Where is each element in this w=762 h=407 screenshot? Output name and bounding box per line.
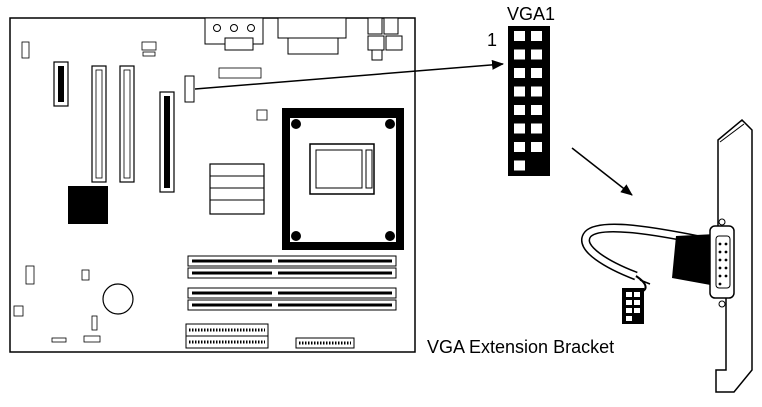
connector-pin (514, 160, 525, 171)
heatsink (209, 163, 265, 215)
bracket-callout-arrow (571, 147, 633, 196)
dimm-slots (187, 255, 397, 311)
cpu-socket (282, 108, 404, 250)
connector-pin (514, 68, 525, 78)
vga1-label: VGA1 (507, 4, 556, 24)
connector-pin (514, 31, 525, 41)
motherboard (9, 17, 416, 353)
board-vga-header (184, 75, 195, 103)
header-plug (622, 288, 644, 324)
connector-pin (531, 123, 542, 134)
cmos-battery (102, 283, 134, 315)
vga-extension-bracket (581, 118, 753, 393)
connector-pin (514, 86, 525, 97)
ide-connectors (185, 323, 355, 349)
vga1-connector (508, 26, 550, 176)
connector-pin (531, 49, 542, 60)
board-small-headers (13, 41, 268, 343)
pin-one-marker: 1 (487, 30, 498, 50)
bracket-caption: VGA Extension Bracket (427, 337, 615, 357)
connector-pin (531, 31, 542, 41)
connector-pin (514, 49, 525, 60)
connector-pin (531, 105, 542, 115)
expansion-slots (53, 61, 175, 193)
connector-pin (514, 142, 525, 152)
connector-pin (531, 142, 542, 152)
rear-io-ports (204, 17, 403, 61)
connector-pin (531, 86, 542, 97)
connector-pin (514, 123, 525, 134)
connector-pin (514, 105, 525, 115)
connector-pin (531, 68, 542, 78)
header-callout-arrow (194, 59, 504, 90)
chipset (68, 186, 108, 224)
connector-body (508, 26, 550, 176)
cable-strain-relief (672, 234, 716, 286)
